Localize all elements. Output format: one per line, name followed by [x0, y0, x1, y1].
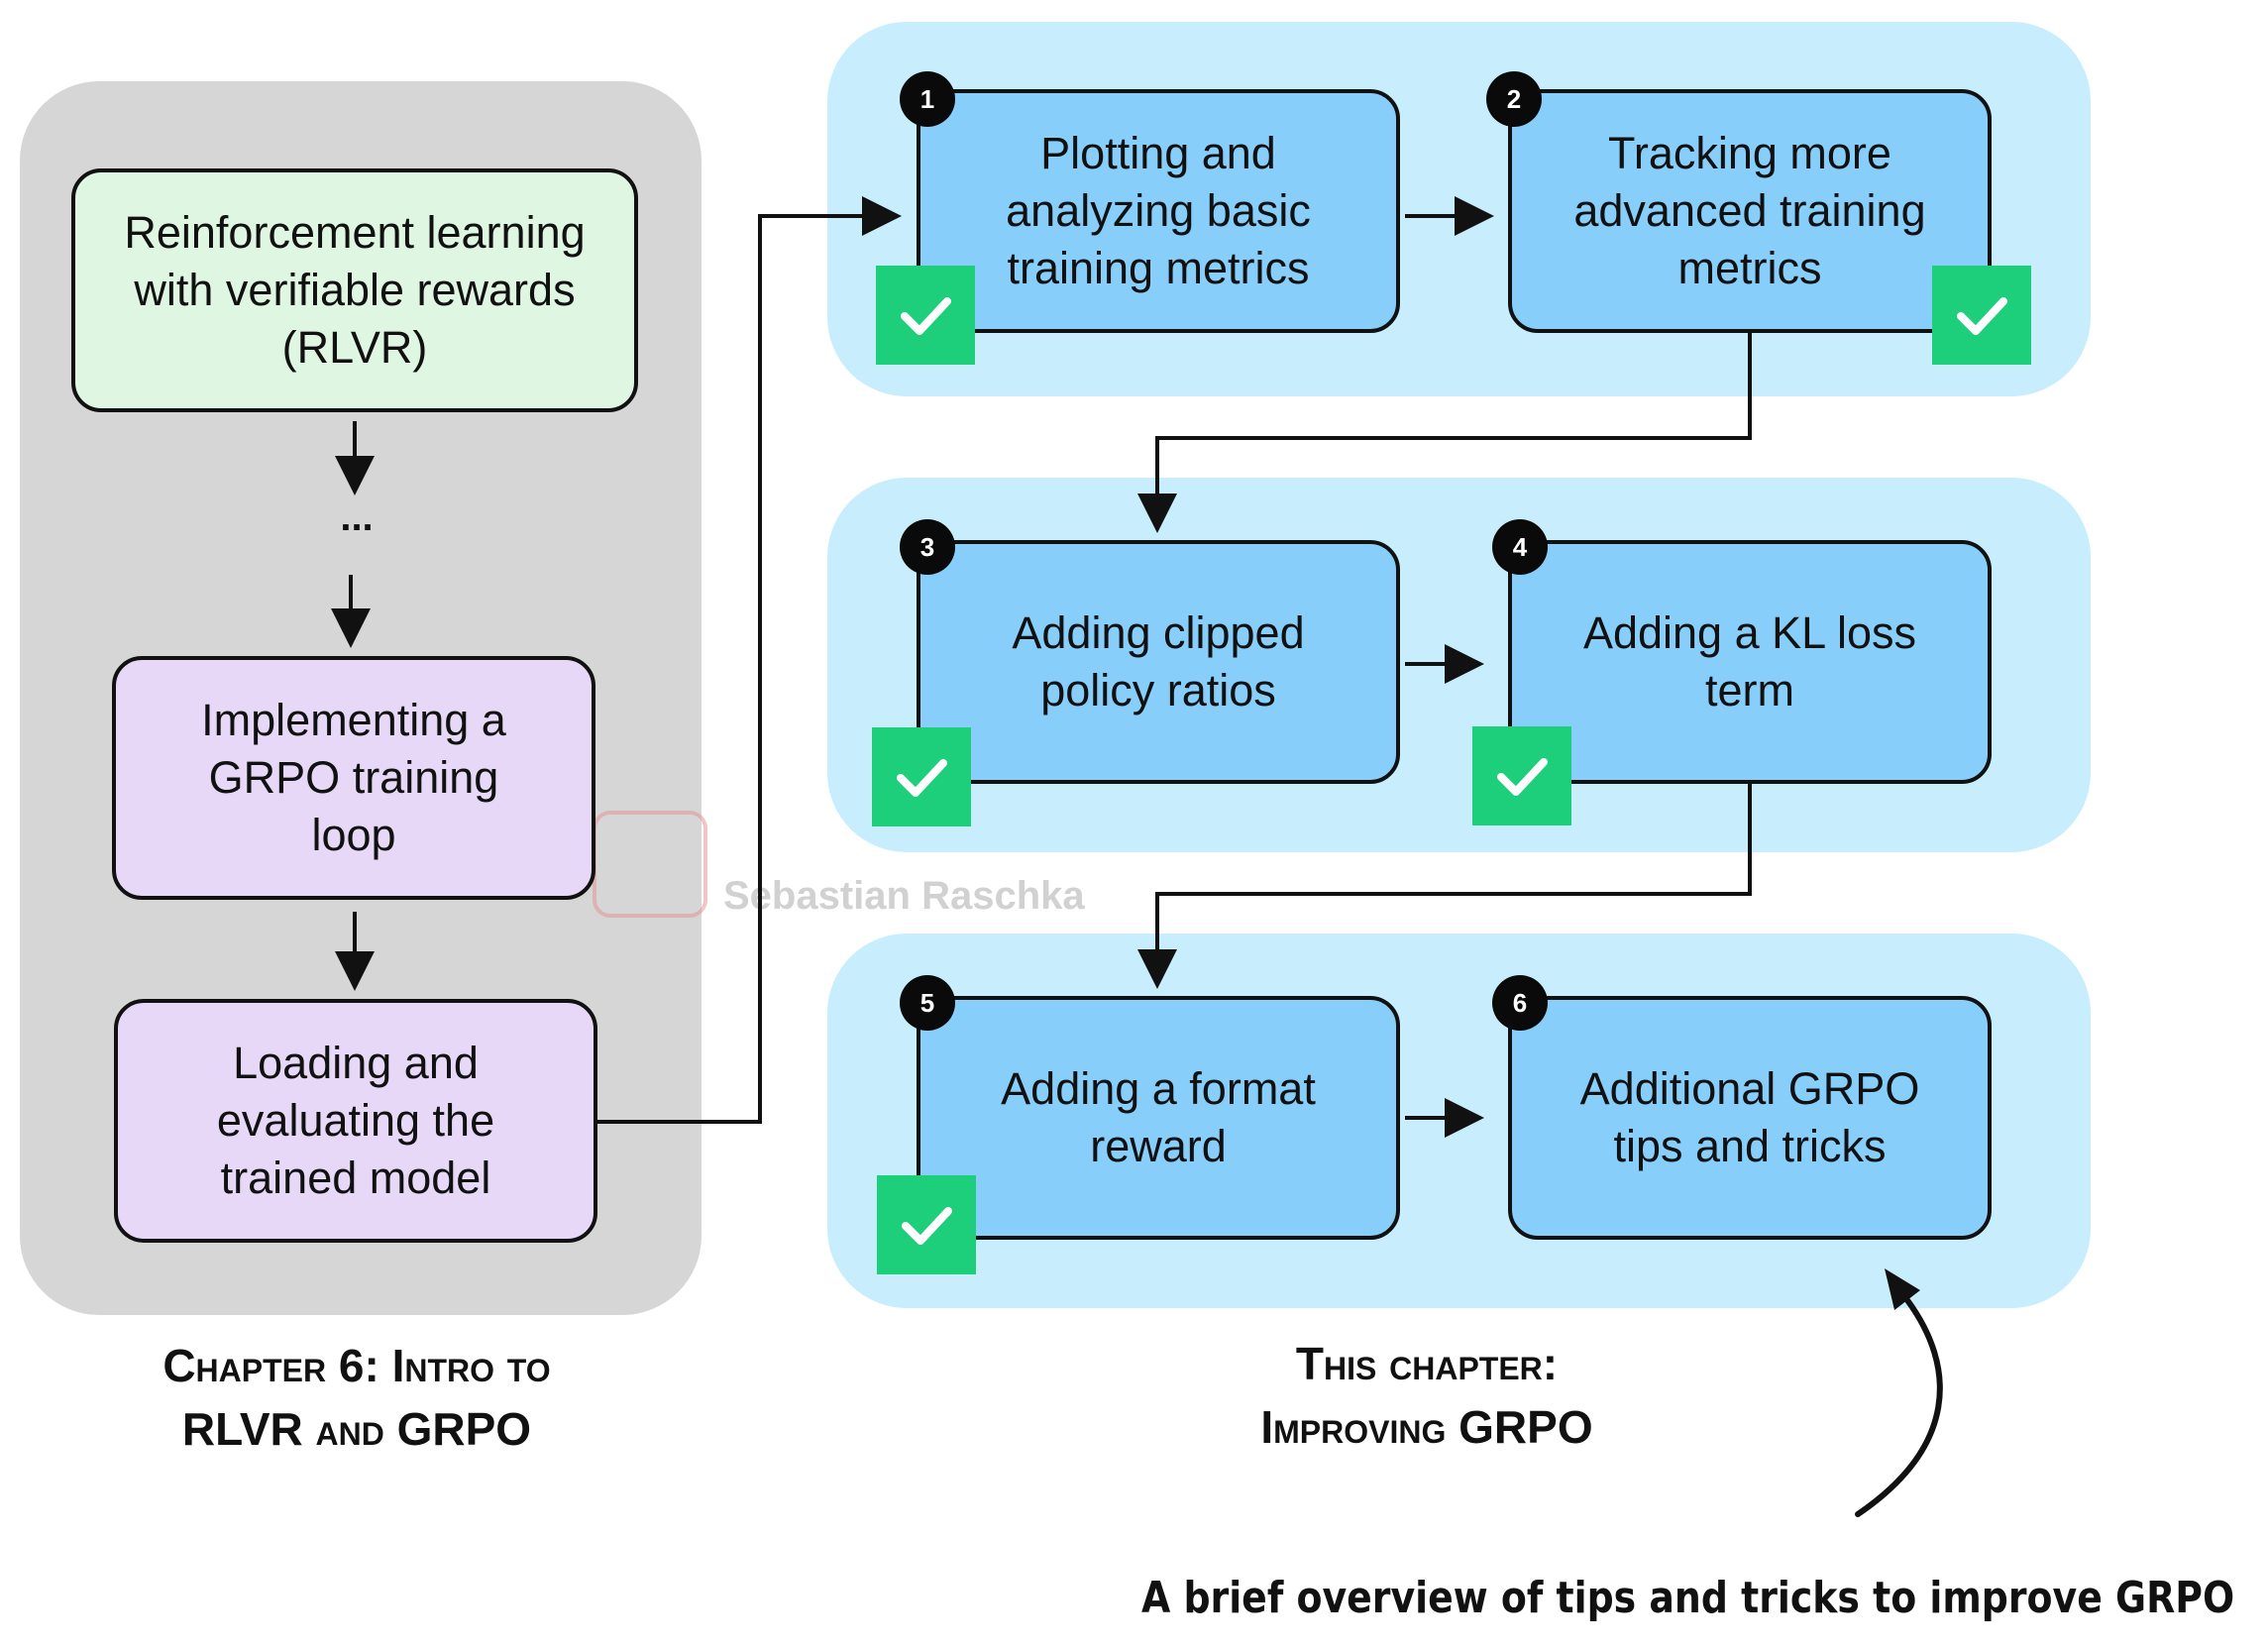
rlvr-line-2: with verifiable rewards: [134, 265, 576, 315]
step-3-line-1: Adding clipped: [1012, 607, 1305, 658]
eval-box: Loading and evaluating the trained model: [114, 999, 597, 1243]
step-4-box: Adding a KL loss term: [1508, 540, 1992, 784]
step-4-line-1: Adding a KL loss: [1582, 607, 1917, 658]
watermark-text: Sebastian Raschka: [723, 874, 1085, 918]
step-2-line-3: metrics: [1677, 243, 1822, 293]
step-6-box: Additional GRPO tips and tricks: [1508, 996, 1992, 1240]
step-1-check-mark-icon: [876, 266, 975, 365]
this-chapter-caption: This chapter: Improving GRPO: [1139, 1332, 1714, 1459]
chapter6-caption-line-1: Chapter 6: Intro to: [162, 1340, 551, 1391]
step-1-line-1: Plotting and: [1040, 128, 1276, 178]
rlvr-box: Reinforcement learning with verifiable r…: [71, 168, 638, 412]
rlvr-line-3: (RLVR): [281, 322, 428, 373]
step-6-line-2: tips and tricks: [1613, 1121, 1887, 1171]
step-2-check-mark-icon: [1932, 266, 2031, 365]
annotation-text: A brief overview of tips and tricks to i…: [1141, 1573, 2235, 1623]
curved-arrowhead-icon: [1885, 1268, 1920, 1310]
step-1-line-3: training metrics: [1007, 243, 1310, 293]
grpo-line-2: GRPO training: [208, 752, 499, 803]
step-2-number-badge-icon: 2: [1486, 71, 1542, 127]
rlvr-line-1: Reinforcement learning: [124, 207, 586, 258]
step-3-line-2: policy ratios: [1040, 665, 1276, 715]
step-3-box: Adding clipped policy ratios: [917, 540, 1400, 784]
step-2-line-1: Tracking more: [1608, 128, 1891, 178]
arrow-icon-step2-to-step3: [1137, 333, 1752, 533]
step-4-line-2: term: [1705, 665, 1794, 715]
step-5-number-badge-icon: 5: [900, 975, 955, 1031]
eval-line-2: evaluating the: [216, 1095, 495, 1146]
step-2-box: Tracking more advanced training metrics: [1508, 89, 1992, 333]
this-chapter-caption-line-2: Improving GRPO: [1260, 1401, 1593, 1453]
step-5-line-1: Adding a format: [1001, 1063, 1316, 1114]
this-chapter-caption-line-1: This chapter:: [1295, 1338, 1559, 1389]
arrow-icon-eval-to-step1: [597, 196, 902, 1124]
step-3-number-badge-icon: 3: [900, 519, 955, 575]
step-3-check-mark-icon: [872, 727, 971, 826]
step-4-number-badge-icon: 4: [1492, 519, 1548, 575]
chapter6-caption-line-2: RLVR and GRPO: [181, 1403, 532, 1455]
ellipsis: ...: [340, 495, 374, 539]
step-2-line-2: advanced training: [1573, 185, 1926, 236]
step-1-line-2: analyzing basic: [1006, 185, 1311, 236]
step-5-line-2: reward: [1090, 1121, 1227, 1171]
chapter6-caption: Chapter 6: Intro to RLVR and GRPO: [40, 1334, 674, 1461]
step-1-number-badge-icon: 1: [900, 71, 955, 127]
curved-arrow-icon: [1855, 1297, 1943, 1517]
step-5-check-mark-icon: [877, 1175, 976, 1274]
arrow-icon-step4-to-step5: [1137, 784, 1752, 989]
eval-line-1: Loading and: [233, 1038, 479, 1088]
step-5-box: Adding a format reward: [917, 996, 1400, 1240]
eval-line-3: trained model: [220, 1153, 491, 1203]
grpo-line-3: loop: [311, 810, 396, 860]
step-1-box: Plotting and analyzing basic training me…: [917, 89, 1400, 333]
step-6-number-badge-icon: 6: [1492, 975, 1548, 1031]
grpo-line-1: Implementing a: [201, 695, 506, 745]
step-6-line-1: Additional GRPO: [1579, 1063, 1920, 1114]
grpo-loop-box: Implementing a GRPO training loop: [112, 656, 595, 900]
step-4-check-mark-icon: [1472, 726, 1571, 825]
